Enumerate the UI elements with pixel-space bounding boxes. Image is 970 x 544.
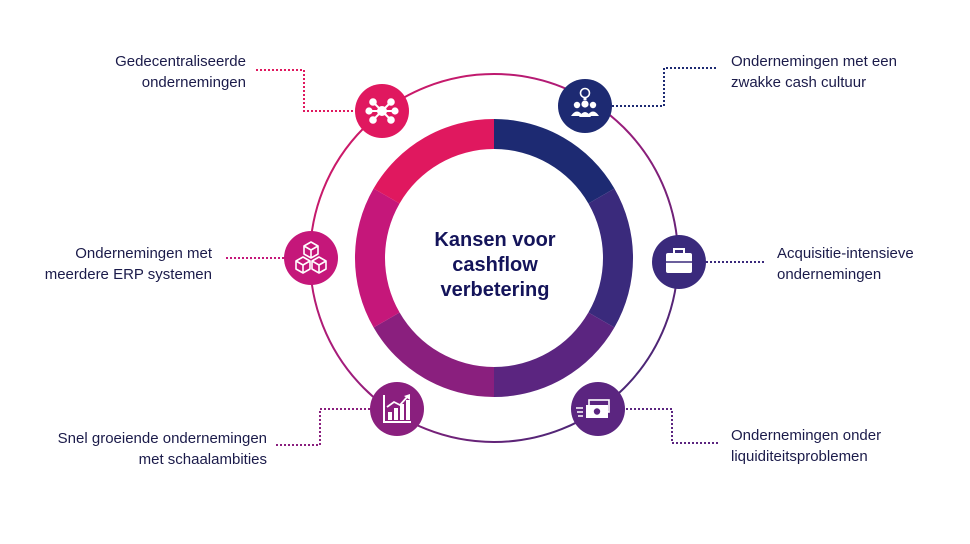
label-line: zwakke cash cultuur bbox=[731, 74, 867, 91]
growth-chart-icon bbox=[383, 394, 411, 423]
money-icon bbox=[576, 399, 610, 418]
label-line: ondernemingen bbox=[141, 74, 246, 91]
label-fast-growing: Snel groeiende ondernemingen met schaala… bbox=[58, 428, 267, 470]
badge-liquidity bbox=[571, 382, 625, 436]
connectors bbox=[226, 67, 766, 446]
center-title-line-1: Kansen voor bbox=[434, 229, 556, 251]
center-disc bbox=[388, 152, 600, 364]
label-liquidity: Ondernemingen onder liquiditeitsprobleme… bbox=[731, 425, 881, 467]
label-line: meerdere ERP systemen bbox=[44, 266, 212, 283]
donut-segment-weak-cash-culture bbox=[494, 118, 615, 204]
center-title-line-2: cashflow bbox=[452, 254, 538, 276]
center-title: Kansen voor cashflow verbetering bbox=[400, 228, 590, 303]
label-line: Ondernemingen met een bbox=[731, 53, 897, 70]
label-weak-cash-culture: Ondernemingen met een zwakke cash cultuu… bbox=[731, 51, 897, 93]
connector-weak-cash-culture bbox=[612, 67, 718, 107]
badge-acquisition bbox=[652, 235, 706, 289]
label-acquisition: Acquisitie-intensieve ondernemingen bbox=[777, 243, 914, 285]
connector-decentralized bbox=[256, 69, 356, 112]
label-line: Gedecentraliseerde bbox=[115, 53, 246, 70]
donut-segment-fast-growing bbox=[373, 312, 494, 397]
badge-weak-cash-culture bbox=[558, 79, 612, 133]
label-line: met schaalambities bbox=[138, 451, 267, 468]
badge-decentralized bbox=[355, 84, 409, 138]
donut-segment-multiple-erp bbox=[354, 188, 400, 328]
donut-ring bbox=[354, 118, 634, 397]
network-icon bbox=[365, 98, 399, 124]
label-line: Ondernemingen onder bbox=[731, 427, 882, 444]
label-decentralized: Gedecentraliseerde ondernemingen bbox=[115, 51, 246, 93]
donut-segment-acquisition bbox=[588, 188, 634, 328]
center-title-line-3: verbetering bbox=[440, 279, 550, 301]
label-line: Snel groeiende ondernemingen bbox=[57, 430, 267, 447]
label-multiple-erp: Ondernemingen met meerdere ERP systemen bbox=[45, 243, 212, 285]
team-idea-icon bbox=[571, 87, 599, 117]
label-line: liquiditeitsproblemen bbox=[731, 448, 868, 465]
badge-multiple-erp bbox=[284, 231, 338, 285]
connector-liquidity bbox=[626, 408, 718, 444]
briefcase-icon bbox=[666, 248, 692, 273]
cubes-icon bbox=[295, 241, 327, 274]
label-line: ondernemingen bbox=[777, 266, 882, 283]
connector-fast-growing bbox=[275, 408, 370, 446]
donut-segment-decentralized bbox=[373, 119, 494, 204]
badge-fast-growing bbox=[370, 382, 424, 436]
label-line: Acquisitie-intensieve bbox=[777, 245, 914, 262]
donut-segment-liquidity bbox=[494, 312, 615, 397]
label-line: Ondernemingen met bbox=[75, 245, 212, 262]
